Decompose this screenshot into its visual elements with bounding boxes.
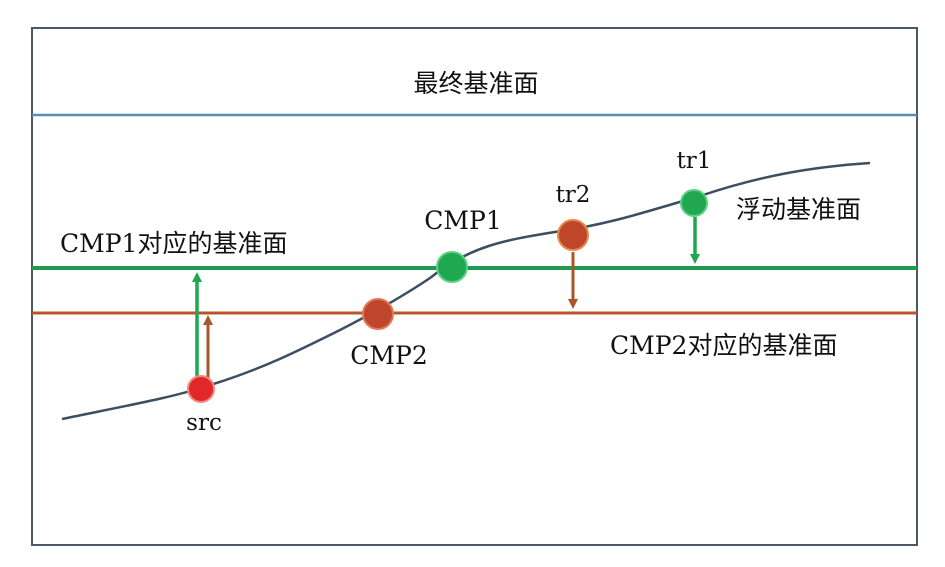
diagram-frame xyxy=(31,27,918,546)
src-point-label: src xyxy=(186,410,222,436)
tr2-point xyxy=(557,219,589,251)
floating-datum-label: 浮动基准面 xyxy=(736,195,861,224)
cmp2-datum-label: CMP2对应的基准面 xyxy=(610,331,837,360)
cmp1-datum-label: CMP1对应的基准面 xyxy=(60,229,287,258)
cmp2-point-label: CMP2 xyxy=(350,341,427,370)
cmp1-point xyxy=(436,251,468,283)
tr1-point-label: tr1 xyxy=(677,148,712,174)
tr1-point xyxy=(680,189,708,217)
tr2-point-label: tr2 xyxy=(556,182,591,208)
cmp2-point xyxy=(362,298,394,330)
final-datum-title: 最终基准面 xyxy=(413,69,538,98)
cmp1-point-label: CMP1 xyxy=(424,206,501,235)
src-point xyxy=(187,375,215,403)
